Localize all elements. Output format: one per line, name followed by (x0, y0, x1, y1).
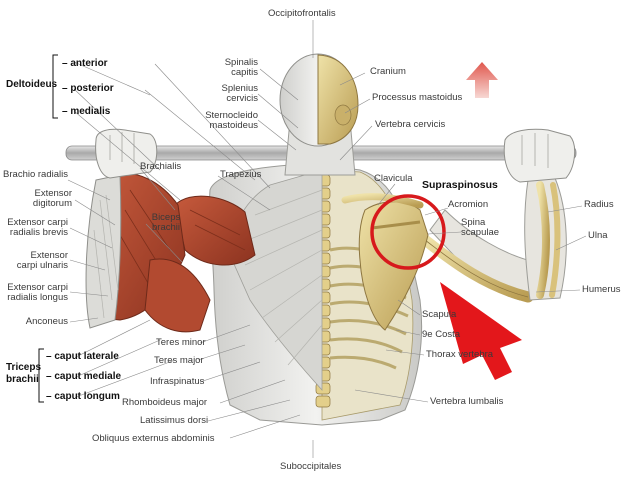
label-trapezius: Trapezius (220, 169, 262, 180)
label-spina-scapulae: Spina scapulae (461, 217, 500, 238)
label-extensor-digitorum: Extensor digitorum (32, 188, 72, 209)
label-brachio-radialis: Brachio radialis (3, 169, 68, 180)
left-forearm (85, 174, 122, 329)
label-anconeus: Anconeus (25, 316, 68, 327)
label-cranium: Cranium (370, 66, 406, 77)
deltoideus-bracket (52, 54, 58, 119)
triceps-part: – caput longum (46, 391, 120, 402)
triceps-bracket (38, 348, 44, 403)
label-extensor-carpi-radialis-brevis: Extensor carpi radialis brevis (7, 217, 68, 238)
supraspinosus-highlight (370, 194, 446, 270)
label-vertebra-cervicis: Vertebra cervicis (375, 119, 446, 130)
triceps-part: – caput mediale (46, 371, 122, 382)
label-rhomboideus-major: Rhomboideus major (122, 397, 208, 408)
deltoideus-part: – anterior (62, 58, 108, 69)
label-clavicula: Clavicula (374, 173, 413, 184)
triceps-part: – caput laterale (46, 351, 119, 362)
label-thorax-vertebra: Thorax vertebra (426, 349, 494, 360)
label-ulna: Ulna (588, 230, 608, 241)
label-sternocleido-mastoideus: Sternocleido mastoideus (205, 110, 258, 131)
label-splenius-cervicis: Splenius cervicis (221, 83, 258, 104)
label-radius: Radius (584, 199, 614, 210)
up-arrow (466, 62, 498, 98)
label-processus-mastoidus: Processus mastoidus (372, 92, 463, 103)
label-scapula: Scapula (422, 309, 457, 320)
label-humerus: Humerus (582, 284, 621, 295)
left-deltoid (174, 195, 256, 266)
radius (536, 181, 550, 299)
label-acromion: Acromion (448, 199, 489, 210)
label-spinalis-capitis: Spinalis capitis (224, 57, 258, 78)
label-latissimus-dorsi: Latissimus dorsi (140, 415, 209, 426)
deltoideus-part: – medialis (62, 106, 111, 117)
label-9e-costa: 9e Costa (422, 329, 461, 340)
left-hand (95, 128, 158, 179)
label-teres-major: Teres major (154, 355, 204, 366)
ulna (549, 182, 561, 298)
label-biceps-brachii: Biceps brachii (151, 212, 181, 233)
label-obliquus-externus-abdominis: Obliquus externus abdominis (92, 433, 215, 444)
label-extensor-carpi-ulnaris: Extensor carpi ulnaris (16, 250, 68, 271)
pointer-arrow (440, 282, 522, 380)
deltoideus-part: – posterior (62, 83, 114, 94)
label-vertebra-lumbalis: Vertebra lumbalis (430, 396, 504, 407)
label-suboccipitales: Suboccipitales (280, 461, 342, 472)
deltoideus-title: Deltoideus (6, 79, 58, 90)
label-occipitofrontalis: Occipitofrontalis (268, 8, 336, 19)
label-teres-minor: Teres minor (156, 337, 206, 348)
clavicle-bone (341, 193, 424, 209)
label-extensor-carpi-radialis-longus: Extensor carpi radialis longus (7, 282, 68, 303)
label-brachialis: Brachialis (140, 161, 182, 172)
skull (317, 54, 359, 145)
label-infraspinatus: Infraspinatus (150, 376, 205, 387)
right-hand (503, 128, 576, 183)
label-supraspinosus: Supraspinosus (422, 179, 498, 191)
